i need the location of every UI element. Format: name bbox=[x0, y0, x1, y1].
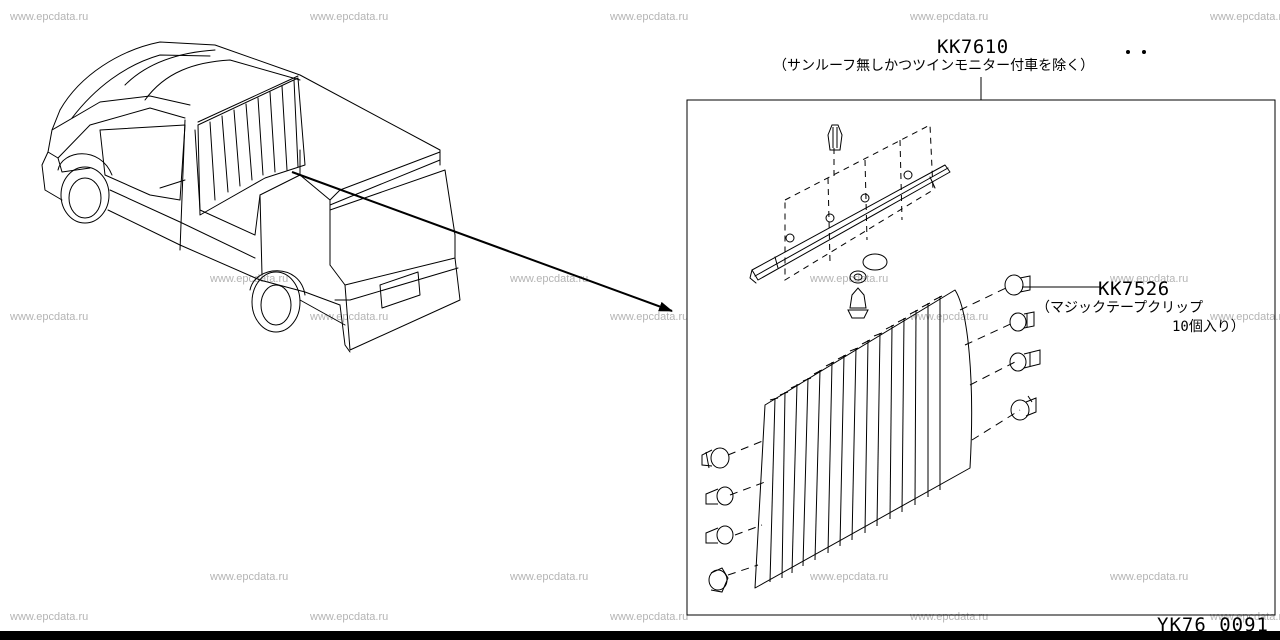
watermark: www.epcdata.ru bbox=[1110, 273, 1189, 285]
fastener-clip-icon bbox=[1011, 396, 1036, 420]
fastener-clip-icon bbox=[706, 526, 733, 544]
watermark: www.epcdata.ru bbox=[310, 611, 389, 623]
leader-arrow-icon bbox=[292, 172, 673, 311]
watermark: www.epcdata.ru bbox=[910, 11, 989, 23]
watermark: www.epcdata.ru bbox=[810, 571, 889, 583]
part-code-kk7610: KK7610 bbox=[937, 36, 1009, 58]
fastener-clip-icon bbox=[1005, 275, 1030, 295]
part-note-kk7526-line1: （マジックテープクリップ bbox=[1036, 300, 1204, 316]
watermark: www.epcdata.ru bbox=[1210, 311, 1280, 323]
curtain-panel-icon bbox=[755, 290, 972, 588]
watermark: www.epcdata.ru bbox=[510, 273, 589, 285]
detail-frame bbox=[687, 100, 1275, 615]
clip-leaders-left bbox=[728, 440, 765, 575]
accent-dots bbox=[1126, 50, 1146, 54]
fastener-clip-icon bbox=[709, 568, 728, 592]
watermark: www.epcdata.ru bbox=[610, 11, 689, 23]
part-note-kk7610: （サンルーフ無しかつツインモニター付車を除く） bbox=[773, 58, 1095, 74]
bottom-border-bar bbox=[0, 631, 1280, 640]
watermark: www.epcdata.ru bbox=[910, 611, 989, 623]
rail-dashed-outline bbox=[785, 125, 933, 280]
clip-leaders-right bbox=[960, 287, 1020, 440]
watermark: www.epcdata.ru bbox=[910, 311, 989, 323]
watermark: www.epcdata.ru bbox=[810, 273, 889, 285]
part-note-kk7526-line2: 10個入り） bbox=[1172, 319, 1245, 335]
watermark: www.epcdata.ru bbox=[1210, 611, 1280, 623]
fastener-clip-icon bbox=[1010, 312, 1034, 331]
curtain-rail-icon bbox=[750, 165, 950, 283]
watermark: www.epcdata.ru bbox=[510, 571, 589, 583]
watermark: www.epcdata.ru bbox=[1110, 571, 1189, 583]
watermark: www.epcdata.ru bbox=[310, 11, 389, 23]
watermark: www.epcdata.ru bbox=[10, 11, 89, 23]
watermark: www.epcdata.ru bbox=[10, 611, 89, 623]
fastener-clip-icon bbox=[1010, 350, 1040, 371]
watermark: www.epcdata.ru bbox=[610, 611, 689, 623]
part-code-kk7526: KK7526 bbox=[1098, 278, 1170, 300]
watermark: www.epcdata.ru bbox=[210, 571, 289, 583]
van-illustration-icon bbox=[42, 42, 460, 352]
watermark: www.epcdata.ru bbox=[310, 311, 389, 323]
watermark: www.epcdata.ru bbox=[10, 311, 89, 323]
fastener-clip-icon bbox=[702, 448, 729, 468]
fastener-clip-icon bbox=[828, 125, 842, 150]
watermark: www.epcdata.ru bbox=[610, 311, 689, 323]
diagram-reference-number: YK76 0091 bbox=[1157, 614, 1269, 636]
fastener-clip-icon bbox=[848, 254, 887, 318]
fastener-clip-icon bbox=[706, 487, 733, 505]
watermark: www.epcdata.ru bbox=[1210, 11, 1280, 23]
